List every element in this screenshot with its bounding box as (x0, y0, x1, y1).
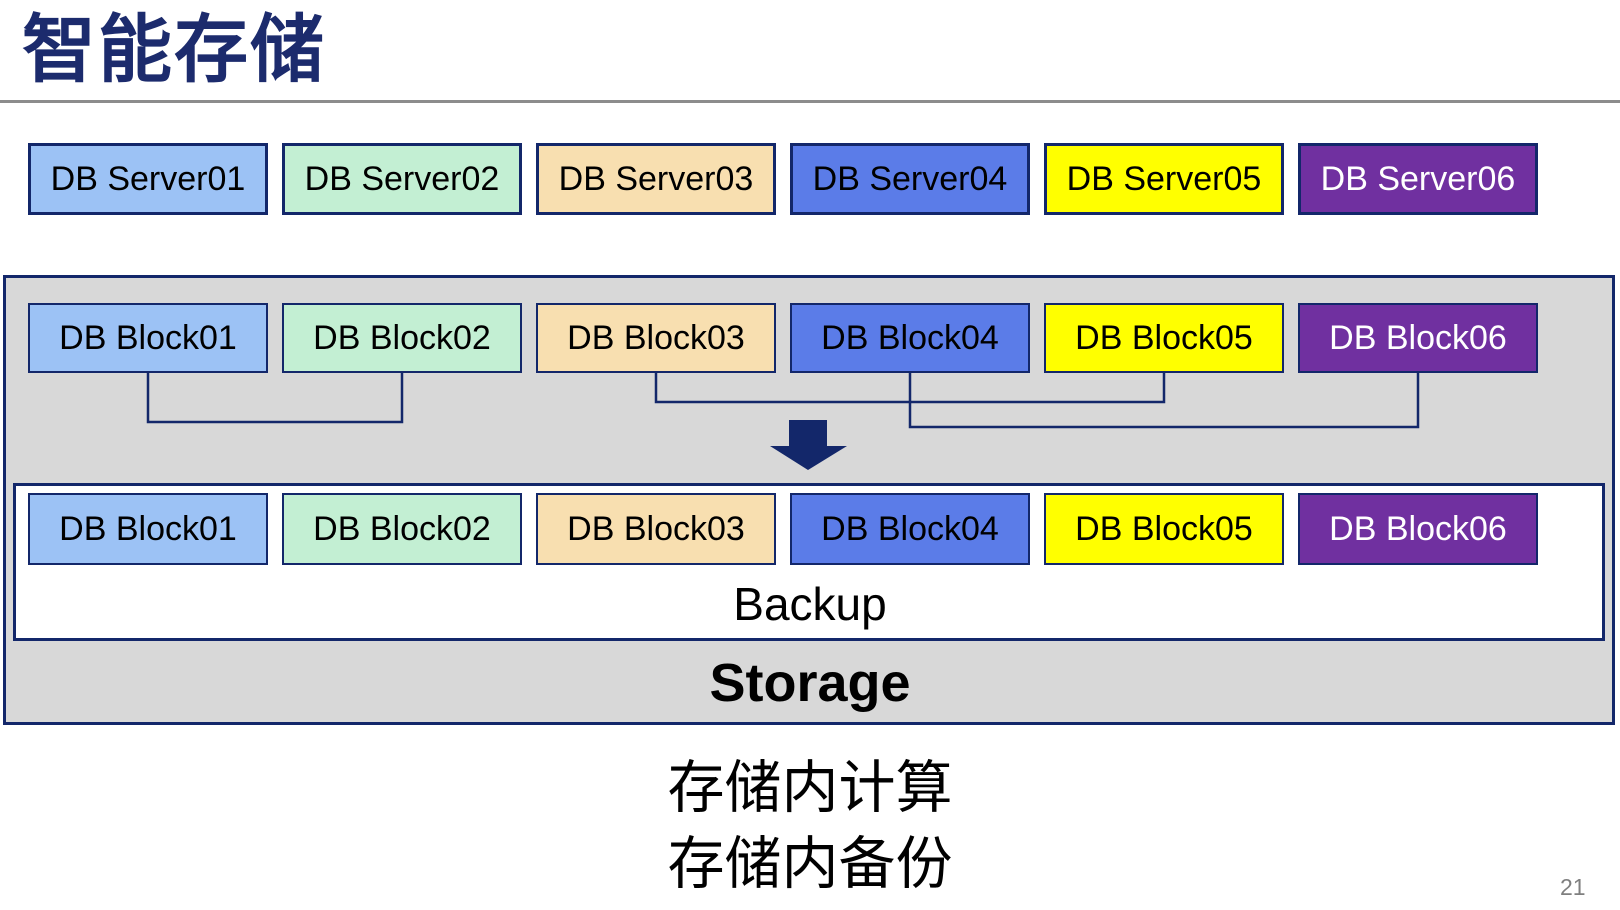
db-block03-upper-box: DB Block03 (536, 303, 776, 373)
db-server05-box: DB Server05 (1044, 143, 1284, 215)
db-block05-upper-box: DB Block05 (1044, 303, 1284, 373)
db-server04-box: DB Server04 (790, 143, 1030, 215)
caption-block: 存储内计算 存储内备份 (0, 750, 1620, 902)
page-number: 21 (1560, 874, 1586, 900)
db-block01-upper-box: DB Block01 (28, 303, 268, 373)
page-title: 智能存储 (22, 8, 326, 91)
db-block04-lower-box: DB Block04 (790, 493, 1030, 565)
db-block06-lower-box: DB Block06 (1298, 493, 1538, 565)
db-server06-box: DB Server06 (1298, 143, 1538, 215)
db-block03-lower-box: DB Block03 (536, 493, 776, 565)
backup-label: Backup (733, 578, 887, 630)
db-block06-upper-box: DB Block06 (1298, 303, 1538, 373)
db-block04-upper-box: DB Block04 (790, 303, 1030, 373)
caption-line-1: 存储内计算 (667, 756, 953, 820)
db-block05-lower-box: DB Block05 (1044, 493, 1284, 565)
db-server02-box: DB Server02 (282, 143, 522, 215)
caption-line-2: 存储内备份 (667, 832, 953, 896)
db-block02-lower-box: DB Block02 (282, 493, 522, 565)
storage-label: Storage (709, 653, 911, 713)
db-server03-box: DB Server03 (536, 143, 776, 215)
db-server01-box: DB Server01 (28, 143, 268, 215)
db-block02-upper-box: DB Block02 (282, 303, 522, 373)
db-block01-lower-box: DB Block01 (28, 493, 268, 565)
title-divider (0, 100, 1620, 103)
